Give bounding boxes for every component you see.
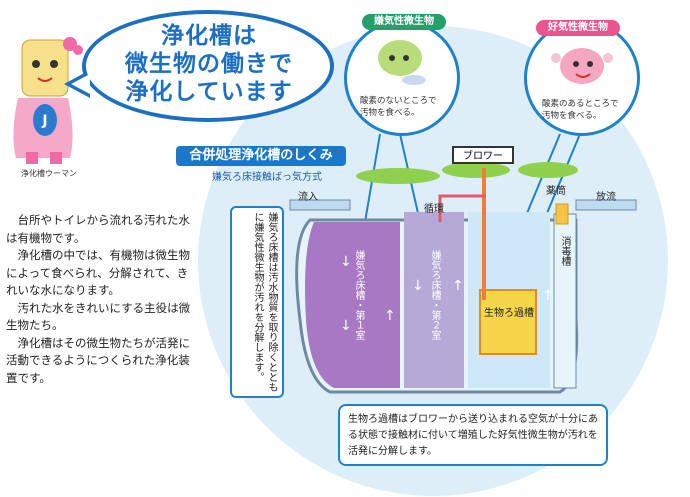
inflow-pipe <box>289 199 351 211</box>
anaerobic-microbe-circle <box>344 20 460 136</box>
description-paragraph: 浄化槽の中では、有機物は微生物によって食べられ、分解されて、きれいな水になります… <box>6 248 190 297</box>
outflow-pipe <box>575 199 637 211</box>
chamber-2-label: 嫌気ろ床槽・第２室 <box>429 250 440 340</box>
disinfection-label: 消毒槽 <box>559 236 570 266</box>
anaerobic-text-line: 酸素のないところで <box>360 96 437 106</box>
anaerobic-text-line: 汚物を食べる。 <box>360 108 420 118</box>
circulation-label: 循環 <box>424 204 444 215</box>
chamber-1-label: 嫌気ろ床槽・第１室 <box>353 250 364 340</box>
filter-media <box>479 289 537 355</box>
chamber-1 <box>305 222 400 388</box>
flow-arrow-down: ↓ <box>340 318 352 334</box>
aerobic-label: 好気性微生物 <box>536 20 620 36</box>
speech-bubble-tail-inner <box>71 74 90 94</box>
aerobic-text: 酸素のあるところで 汚物を食べる。 <box>542 98 632 122</box>
anaerobic-label: 嫌気性微生物 <box>362 14 446 30</box>
aerobic-text-line: 汚物を食べる。 <box>542 111 602 121</box>
diagram-subtitle: 嫌気ろ床接触ばっ気方式 <box>212 172 322 183</box>
speech-line-1: 浄化槽は <box>161 23 257 49</box>
speech-line-3: 浄化しています <box>125 79 293 105</box>
aerobic-microbe-icon <box>551 48 613 84</box>
flow-arrow-down: ↓ <box>340 254 352 270</box>
speech-line-2: 微生物の働きで <box>125 51 293 77</box>
flow-arrow-up: ↑ <box>384 308 396 324</box>
description-paragraph: 台所やトイレから流れる汚れた水は有機物です。 <box>6 213 190 245</box>
inflow-label: 流入 <box>298 192 318 203</box>
filter-label: 生物ろ過槽 <box>484 308 534 319</box>
blower-box: ブロワー <box>452 146 514 164</box>
svg-text:J: J <box>41 113 47 129</box>
aerobic-text-line: 酸素のあるところで <box>542 99 619 109</box>
filter-note: 生物ろ過槽はブロワーから送り込まれる空気が十分にある状態で接触材に付いて増殖した… <box>338 404 608 466</box>
flow-arrow-up: ↑ <box>542 288 554 304</box>
chemical-label: 薬筒 <box>546 186 566 197</box>
diagram-title: 合併処理浄化槽のしくみ <box>176 146 346 166</box>
anaerobic-microbe-icon <box>378 40 426 85</box>
speech-bubble <box>82 10 334 122</box>
description-text: 台所やトイレから流れる汚れた水は有機物です。 浄化槽の中では、有機物は微生物によ… <box>6 212 194 387</box>
mascot-illustration: J <box>13 37 83 164</box>
flow-arrow-down: ↓ <box>412 278 424 294</box>
manhole-cover <box>442 162 510 178</box>
chemical-cylinder <box>555 203 569 225</box>
description-paragraph: 浄化槽はその微生物たちが活発に活動できるようにつくられた浄化装置です。 <box>6 335 190 385</box>
circulation-arrow <box>438 194 486 222</box>
mascot-name: 浄化槽ウーマン <box>21 169 77 178</box>
manhole-cover <box>356 168 440 184</box>
description-paragraph: 汚れた水をきれいにする主役は微生物たち。 <box>6 300 191 333</box>
chamber-2 <box>404 212 464 388</box>
anaerobic-note: 嫌気ろ床槽は汚水物質を取り除くとともに嫌気性微生物が汚れを分解します。 <box>230 206 284 398</box>
anaerobic-text: 酸素のないところで 汚物を食べる。 <box>360 95 450 119</box>
manhole-cover <box>518 162 578 178</box>
outflow-label: 放流 <box>596 192 616 203</box>
flow-arrow-up: ↑ <box>452 278 464 294</box>
speech-text: 浄化槽は 微生物の働きで 浄化しています <box>100 22 318 106</box>
